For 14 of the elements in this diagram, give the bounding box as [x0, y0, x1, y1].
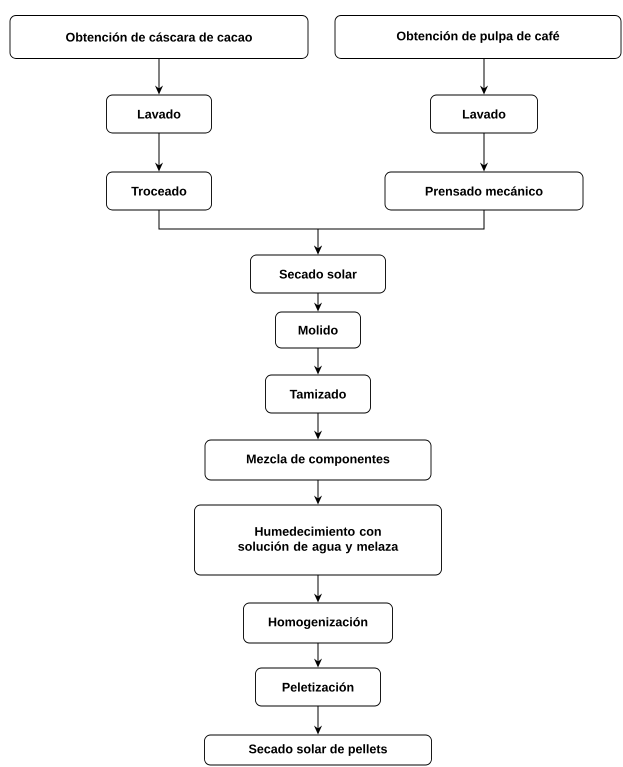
process-box: Secado solar de pellets	[204, 734, 432, 766]
process-box: Molido	[275, 312, 361, 348]
process-box: Lavado	[106, 94, 212, 134]
process-box: Secado solar	[250, 254, 386, 294]
process-box: Obtención de pulpa de café	[334, 15, 622, 59]
process-box: Prensado mecánico	[384, 172, 584, 210]
process-box: Troceado	[106, 172, 212, 210]
process-box: Mezcla de componentes	[204, 440, 432, 480]
process-box: Peletización	[255, 668, 381, 706]
process-box: Humedecimiento con solución de agua y melaza	[194, 504, 442, 576]
process-box: Homogenización	[243, 602, 393, 644]
process-box: Tamizado	[265, 374, 371, 414]
process-box: Lavado	[430, 94, 538, 134]
process-box: Obtención de cáscara de cacao	[10, 15, 308, 59]
